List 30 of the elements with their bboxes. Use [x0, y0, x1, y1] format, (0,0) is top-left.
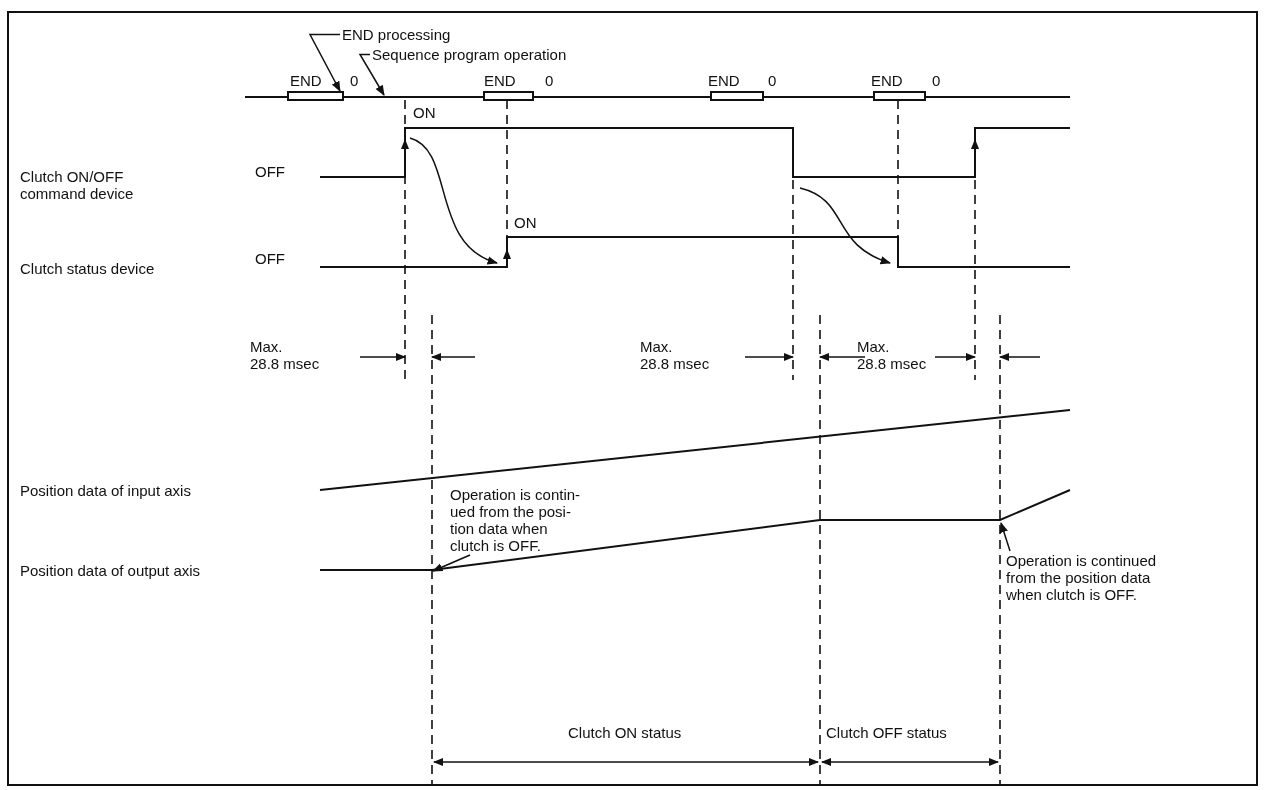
step-label: 0 [350, 72, 359, 89]
state-label: OFF [255, 250, 285, 267]
status-label: Clutch ON status [568, 724, 682, 741]
time-label: Max. 28.8 msec [250, 338, 320, 372]
end-label: END [871, 72, 903, 89]
leader-line [358, 53, 385, 96]
signal-name: Position data of output axis [20, 562, 201, 579]
leader-line [308, 33, 341, 92]
state-label: ON [413, 104, 436, 121]
state-label: OFF [255, 163, 285, 180]
signal-name: Clutch status device [20, 260, 155, 277]
state-label: ON [514, 214, 537, 231]
time-label: Max. 28.8 msec [640, 338, 710, 372]
note-text: Operation is continued from the position data when clutch is OFF. [1006, 552, 1184, 603]
end-processing-block [287, 91, 344, 101]
callout-text: END processing [342, 26, 451, 43]
time-label: Max. 28.8 msec [857, 338, 927, 372]
note-text: Operation is contin- ued from the posi- tion data when clutch is OFF. [450, 486, 585, 554]
end-label: END [708, 72, 740, 89]
status-label: Clutch OFF status [826, 724, 947, 741]
step-label: 0 [932, 72, 941, 89]
signal-name: Clutch ON/OFF command device [20, 168, 135, 202]
step-label: 0 [545, 72, 554, 89]
end-label: END [484, 72, 516, 89]
step-label: 0 [768, 72, 777, 89]
callout-text: Sequence program operation [372, 46, 567, 63]
leader-line [999, 522, 1011, 552]
end-label: END [290, 72, 322, 89]
leader-line [432, 554, 471, 572]
signal-name: Position data of input axis [20, 482, 191, 499]
